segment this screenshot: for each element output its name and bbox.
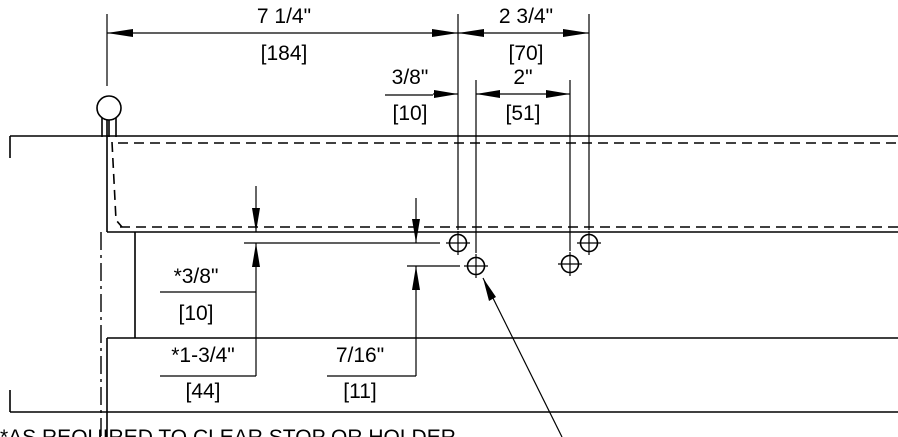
hole-right-top [577,231,601,255]
footnote: *AS REQUIRED TO CLEAR STOP OR HOLDER [0,426,456,437]
hole-spacing-metric: [51] [505,102,540,125]
clearance-imperial: *3/8" [174,265,219,288]
hole-offset-imperial: 3/8" [392,66,429,89]
dimension-labels: 7 1/4" [184] 2 3/4" [70] 3/8" [10] 2" [5… [160,5,553,403]
overall-width-metric: [184] [261,42,308,65]
vertical-offset-imperial: 7/16" [336,344,384,367]
hole-left-bottom [464,254,488,278]
rail-body [9,120,898,437]
right-width-metric: [70] [508,42,543,65]
overall-width-imperial: 7 1/4" [257,5,311,28]
hole-right-bottom [558,252,582,276]
hole-left-top [446,231,470,255]
right-width-imperial: 2 3/4" [499,5,553,28]
extension-lines [106,14,590,267]
height-metric: [44] [185,380,220,403]
hole-offset-metric: [10] [392,102,427,125]
clearance-metric: [10] [178,302,213,325]
height-imperial: *1-3/4" [171,344,235,367]
hole-spacing-imperial: 2" [513,66,532,89]
dimension-lines [107,29,589,437]
hole-symbols [446,231,601,278]
vertical-offset-metric: [11] [343,380,376,403]
pin-circle [96,95,122,137]
